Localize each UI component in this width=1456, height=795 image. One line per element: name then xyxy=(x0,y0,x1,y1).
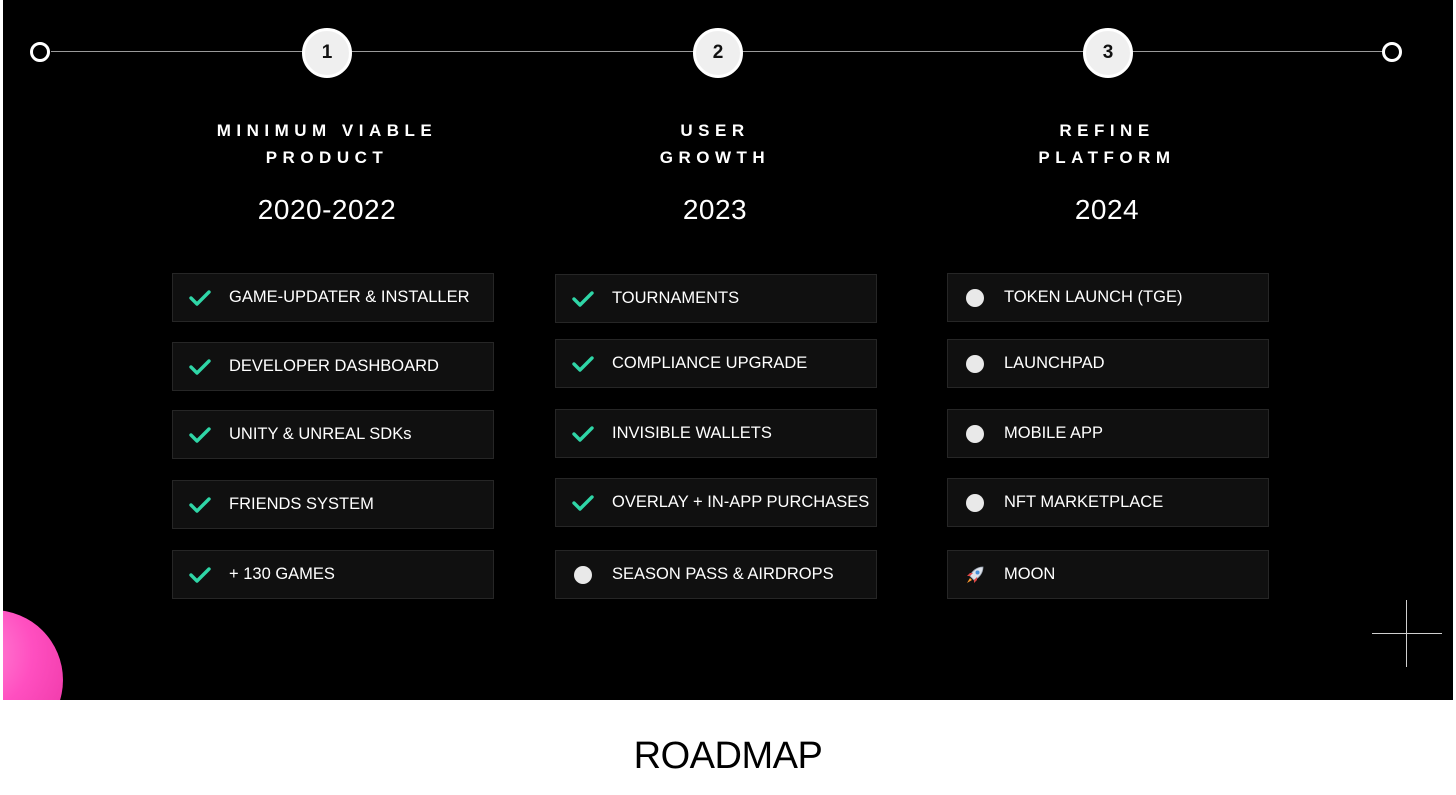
phase-1-number: 1 xyxy=(321,42,333,63)
phase-3-title-line1: REFINE xyxy=(1059,121,1155,140)
roadmap-item-label: DEVELOPER DASHBOARD xyxy=(229,357,439,375)
phase-3-number: 3 xyxy=(1102,42,1114,63)
roadmap-item: TOKEN LAUNCH (TGE) xyxy=(947,273,1269,322)
decorative-blob xyxy=(3,610,63,700)
check-icon xyxy=(175,481,225,528)
roadmap-item-label: MOON xyxy=(1004,565,1056,583)
roadmap-item: OVERLAY + IN-APP PURCHASES xyxy=(555,478,877,527)
phase-2-number: 2 xyxy=(712,42,724,63)
roadmap-item-label: + 130 GAMES xyxy=(229,565,335,583)
phase-2-title-line1: USER xyxy=(680,121,750,140)
check-icon xyxy=(558,479,608,526)
dot-icon xyxy=(950,410,1000,457)
phase-1-title-line2: PRODUCT xyxy=(265,148,389,167)
roadmap-item-label: FRIENDS SYSTEM xyxy=(229,495,374,513)
phase-2-marker: 2 xyxy=(693,28,743,78)
check-icon xyxy=(558,275,608,322)
roadmap-item: NFT MARKETPLACE xyxy=(947,478,1269,527)
timeline-end-icon xyxy=(1382,42,1402,62)
roadmap-item: GAME-UPDATER & INSTALLER xyxy=(172,273,494,322)
phase-1-title-line1: MINIMUM VIABLE xyxy=(216,121,438,140)
roadmap-item: DEVELOPER DASHBOARD xyxy=(172,342,494,391)
phase-3-title-line2: PLATFORM xyxy=(1038,148,1176,167)
roadmap-item-label: GAME-UPDATER & INSTALLER xyxy=(229,288,470,306)
plus-icon-horizontal xyxy=(1372,633,1442,634)
roadmap-item-label: MOBILE APP xyxy=(1004,424,1104,442)
timeline-start-icon xyxy=(30,42,50,62)
check-icon xyxy=(175,551,225,598)
phase-2-years: 2023 xyxy=(682,194,748,225)
check-icon xyxy=(558,340,608,387)
roadmap-item: UNITY & UNREAL SDKs xyxy=(172,410,494,459)
phase-3-marker: 3 xyxy=(1083,28,1133,78)
roadmap-item-label: SEASON PASS & AIRDROPS xyxy=(612,565,834,583)
roadmap-item-label: UNITY & UNREAL SDKs xyxy=(229,425,412,443)
roadmap-item-label: LAUNCHPAD xyxy=(1004,354,1105,372)
check-icon xyxy=(175,274,225,321)
dot-icon xyxy=(950,274,1000,321)
roadmap-item: + 130 GAMES xyxy=(172,550,494,599)
roadmap-item: SEASON PASS & AIRDROPS xyxy=(555,550,877,599)
roadmap-item: INVISIBLE WALLETS xyxy=(555,409,877,458)
roadmap-item: MOON xyxy=(947,550,1269,599)
plus-icon-vertical xyxy=(1406,600,1407,667)
dot-icon xyxy=(950,340,1000,387)
check-icon xyxy=(175,343,225,390)
phase-2-title-line2: GROWTH xyxy=(659,148,771,167)
phase-1-title: MINIMUM VIABLE PRODUCT xyxy=(147,117,507,171)
check-icon xyxy=(558,410,608,457)
roadmap-item: COMPLIANCE UPGRADE xyxy=(555,339,877,388)
rocket-icon xyxy=(950,551,1000,598)
dot-icon xyxy=(558,551,608,598)
phase-3-title: REFINE PLATFORM xyxy=(927,117,1287,171)
roadmap-item-label: NFT MARKETPLACE xyxy=(1004,493,1164,511)
dot-icon xyxy=(950,479,1000,526)
roadmap-item-label: TOURNAMENTS xyxy=(612,289,740,307)
phase-1-marker: 1 xyxy=(302,28,352,78)
roadmap-item: LAUNCHPAD xyxy=(947,339,1269,388)
phase-1-years: 2020-2022 xyxy=(257,194,397,225)
check-icon xyxy=(175,411,225,458)
roadmap-item-label: OVERLAY + IN-APP PURCHASES xyxy=(612,493,870,511)
roadmap-slide: 1 MINIMUM VIABLE PRODUCT 2020-2022 2 USE… xyxy=(3,0,1453,700)
roadmap-item-label: INVISIBLE WALLETS xyxy=(612,424,772,442)
phase-3-years: 2024 xyxy=(1074,194,1140,225)
page-caption: ROADMAP xyxy=(633,735,823,777)
roadmap-item: MOBILE APP xyxy=(947,409,1269,458)
roadmap-item-label: TOKEN LAUNCH (TGE) xyxy=(1004,288,1183,306)
roadmap-item: TOURNAMENTS xyxy=(555,274,877,323)
phase-2-title: USER GROWTH xyxy=(535,117,895,171)
roadmap-item: FRIENDS SYSTEM xyxy=(172,480,494,529)
roadmap-item-label: COMPLIANCE UPGRADE xyxy=(612,354,808,372)
